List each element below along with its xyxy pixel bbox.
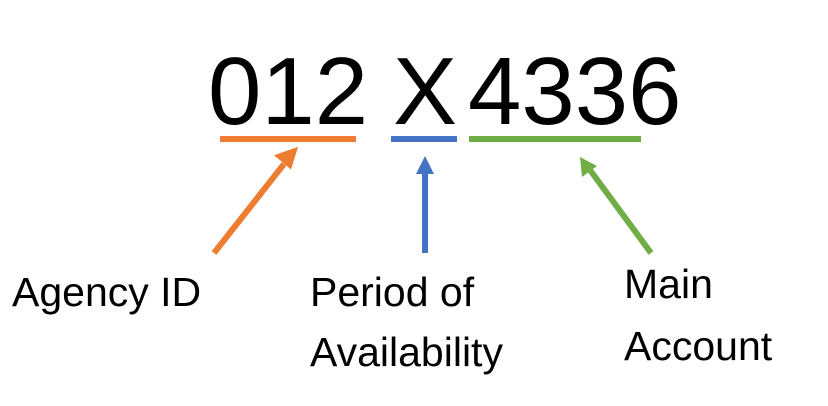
agency-label: Agency ID	[12, 269, 202, 315]
account-arrow-icon	[580, 157, 654, 255]
account-label-line1: Main	[624, 261, 713, 307]
agency-arrow-icon	[211, 146, 299, 255]
account-underline	[469, 136, 641, 142]
period-label-line1: Period of	[310, 269, 475, 315]
account-code: 4336	[468, 38, 682, 145]
period-label-line2: Availability	[310, 329, 503, 375]
account-label-line2: Account	[624, 323, 773, 369]
agency-underline	[220, 136, 356, 142]
period-code: X	[393, 38, 458, 145]
period-arrow-icon	[416, 156, 434, 253]
agency-code: 012	[208, 38, 369, 145]
period-underline	[391, 136, 457, 142]
